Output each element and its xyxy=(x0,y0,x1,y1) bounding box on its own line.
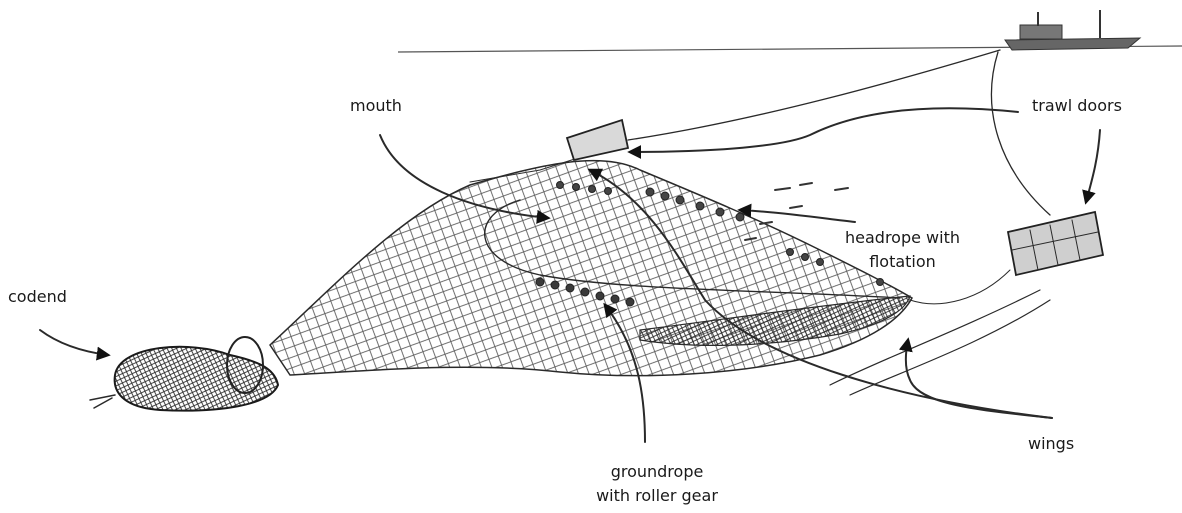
label-wings: wings xyxy=(1028,432,1074,456)
label-groundrope: groundrope with roller gear xyxy=(582,460,732,508)
label-mouth-text: mouth xyxy=(350,94,402,118)
trawler-vessel xyxy=(1005,10,1140,50)
label-trawl-doors-text: trawl doors xyxy=(1032,94,1122,118)
arrow-codend xyxy=(40,330,108,355)
label-headrope: headrope with flotation xyxy=(845,226,960,274)
label-wings-text: wings xyxy=(1028,432,1074,456)
warp-line-right xyxy=(991,52,1050,215)
label-codend-text: codend xyxy=(8,285,67,309)
arrow-wings-lower xyxy=(906,340,1052,418)
trawl-door-upper xyxy=(567,120,628,160)
label-headrope-line2: flotation xyxy=(845,250,960,274)
label-codend: codend xyxy=(8,285,67,309)
trawl-door-lower xyxy=(1008,212,1103,275)
label-groundrope-line1: groundrope xyxy=(582,460,732,484)
label-groundrope-line2: with roller gear xyxy=(582,484,732,508)
warp-line-left xyxy=(628,50,1000,140)
bridle-lower xyxy=(910,270,1010,304)
codend-bag xyxy=(90,337,278,411)
label-mouth: mouth xyxy=(350,94,402,118)
label-trawl-doors: trawl doors xyxy=(1032,94,1122,118)
arrow-trawl-doors-lower xyxy=(1086,130,1100,202)
label-headrope-line1: headrope with xyxy=(845,226,960,250)
